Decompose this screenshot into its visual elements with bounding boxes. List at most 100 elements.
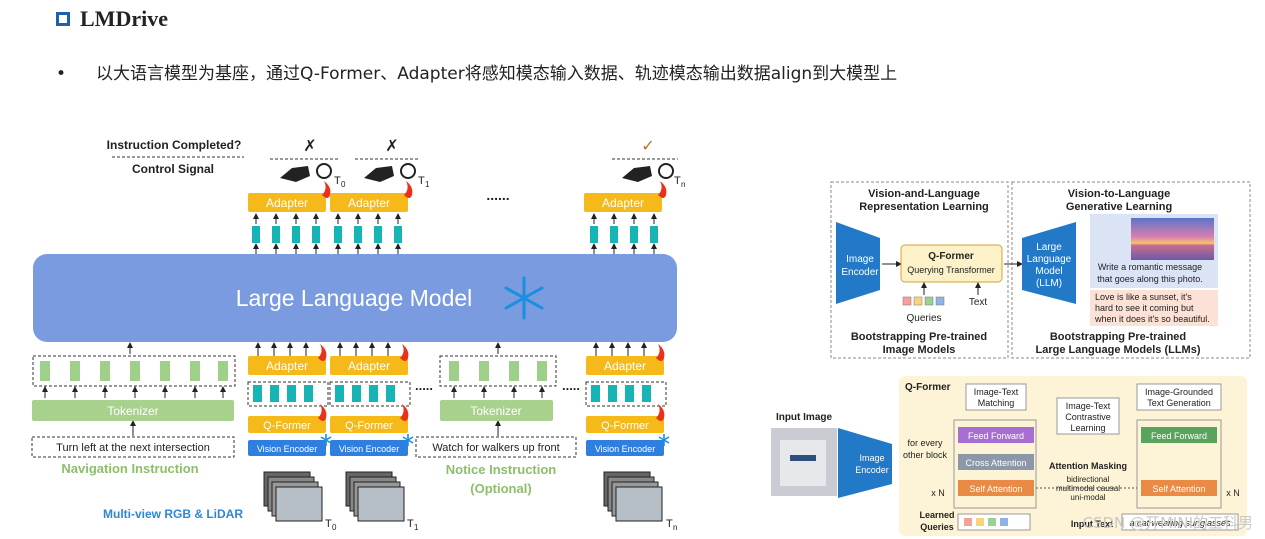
notice-text: Watch for walkers up front [432, 442, 559, 454]
snowflake-icon [504, 276, 544, 320]
svg-text:Vision-and-Language: Vision-and-Language [868, 188, 980, 200]
svg-text:Querying Transformer: Querying Transformer [907, 265, 995, 275]
flame-icon [322, 181, 331, 198]
svg-text:Adapter: Adapter [348, 196, 390, 210]
svg-text:Image-Grounded: Image-Grounded [1145, 387, 1213, 397]
llm-shape [1022, 222, 1076, 304]
vision-column-1: Adapter Q-Former Vision Encoder [247, 344, 332, 456]
svg-text:Q-Former: Q-Former [928, 251, 974, 262]
svg-text:Language: Language [1027, 254, 1072, 265]
flame-icon [656, 404, 665, 421]
svg-text:Love is like a sunset, it's: Love is like a sunset, it's [1095, 292, 1192, 302]
svg-text:Adapter: Adapter [266, 196, 308, 210]
svg-text:Input Text: Input Text [1071, 519, 1113, 529]
svg-text:bidirectional: bidirectional [1067, 475, 1110, 484]
title-square-icon [56, 12, 70, 26]
svg-text:Adapter: Adapter [602, 196, 644, 210]
svg-text:Q-Former: Q-Former [905, 382, 951, 393]
svg-text:T: T [325, 518, 332, 530]
qformer-detail: Input Image Image Encoder Q-Former for e… [771, 376, 1247, 536]
svg-text:Queries: Queries [920, 522, 954, 532]
svg-text:Feed Forward: Feed Forward [968, 431, 1024, 441]
svg-text:uni-modal: uni-modal [1070, 493, 1105, 502]
slide-title: LMDrive [56, 6, 168, 32]
svg-text:when it does it's so beautiful: when it does it's so beautiful. [1094, 314, 1210, 324]
svg-text:Write a romantic message: Write a romantic message [1098, 262, 1202, 272]
svg-text:Image Models: Image Models [883, 344, 956, 356]
svg-text:Tokenizer: Tokenizer [470, 404, 521, 418]
navigation-column: Tokenizer Turn left at the next intersec… [31, 355, 236, 476]
mark-check: ✓ [641, 138, 654, 155]
svg-text:Encoder: Encoder [841, 267, 879, 278]
svg-text:T: T [674, 175, 681, 187]
svg-text:Encoder: Encoder [855, 465, 889, 475]
blip2-overview: Vision-and-Language Representation Learn… [830, 181, 1251, 359]
snowflake-icon [402, 434, 414, 446]
svg-text:Bootstrapping Pre-trained: Bootstrapping Pre-trained [1050, 331, 1186, 343]
svg-text:Bootstrapping Pre-trained: Bootstrapping Pre-trained [851, 331, 987, 343]
svg-text:x N: x N [931, 488, 945, 498]
svg-text:Adapter: Adapter [266, 359, 308, 373]
navigation-label: Navigation Instruction [61, 461, 198, 476]
watermark: CSDN @开MINI的工科男 [1082, 514, 1253, 532]
svg-text:Large Language Models (LLMs): Large Language Models (LLMs) [1035, 344, 1200, 356]
svg-text:other block: other block [903, 450, 948, 460]
svg-text:hard to see it coming but: hard to see it coming but [1095, 303, 1194, 313]
svg-text:(LLM): (LLM) [1036, 278, 1062, 289]
svg-text:0: 0 [332, 523, 337, 532]
svg-text:Vision-to-Language: Vision-to-Language [1068, 188, 1170, 200]
svg-text:T: T [418, 175, 425, 187]
svg-text:a cat wearing sunglasses: a cat wearing sunglasses [1129, 518, 1231, 528]
snowflake-icon [320, 434, 332, 446]
vision-column-2: Adapter Q-Former Vision Encoder [329, 344, 414, 456]
svg-text:Cross Attention: Cross Attention [965, 458, 1026, 468]
svg-text:Queries: Queries [906, 313, 941, 324]
svg-text:Q-Former: Q-Former [601, 420, 649, 432]
svg-text:n: n [681, 180, 685, 189]
mark-x-1: ✗ [303, 138, 316, 155]
svg-text:x N: x N [1226, 488, 1240, 498]
top-tokens [252, 226, 658, 243]
tokenizer-label-nav: Tokenizer [107, 404, 158, 418]
notice-optional: (Optional) [470, 481, 531, 496]
svg-text:Vision Encoder: Vision Encoder [339, 444, 399, 454]
top-ellipsis: ...... [486, 187, 509, 203]
svg-text:1: 1 [414, 523, 419, 532]
mark-x-2: ✗ [385, 138, 398, 155]
control-signal-label: Control Signal [132, 162, 214, 176]
flame-icon [400, 404, 409, 421]
bullet-line: •以大语言模型为基座，通过Q-Former、Adapter将感知模态输入数据、轨… [56, 59, 897, 84]
navigation-text: Turn left at the next intersection [56, 442, 210, 454]
mid-ellipsis-1: ..... [415, 378, 433, 393]
adapter-top-1: Adapter [248, 181, 331, 212]
svg-text:T: T [334, 175, 341, 187]
svg-text:Adapter: Adapter [604, 359, 646, 373]
svg-text:Image-Text: Image-Text [1066, 401, 1111, 411]
svg-text:1: 1 [425, 180, 430, 189]
svg-text:Image: Image [859, 453, 884, 463]
adapter-top-2: Adapter [330, 181, 413, 212]
svg-text:Text Generation: Text Generation [1147, 398, 1211, 408]
svg-text:Self Attention: Self Attention [1152, 484, 1205, 494]
svg-text:Learning: Learning [1070, 423, 1105, 433]
flame-icon [404, 181, 413, 198]
llm-label: Large Language Model [236, 285, 473, 311]
svg-text:Adapter: Adapter [348, 359, 390, 373]
llm-input-arrows [127, 342, 647, 356]
notice-label: Notice Instruction [446, 462, 557, 477]
sunset-image [1131, 218, 1214, 260]
svg-text:Self Attention: Self Attention [969, 484, 1022, 494]
svg-text:0: 0 [341, 180, 346, 189]
flame-icon [318, 344, 327, 361]
svg-text:Attention Masking: Attention Masking [1049, 461, 1127, 471]
svg-text:Matching: Matching [978, 398, 1015, 408]
svg-text:Vision Encoder: Vision Encoder [257, 444, 317, 454]
bullet-dot-icon: • [56, 64, 67, 84]
tokenizer-box-nav [32, 400, 234, 421]
svg-text:Text: Text [969, 297, 988, 308]
svg-text:Image: Image [846, 254, 874, 265]
